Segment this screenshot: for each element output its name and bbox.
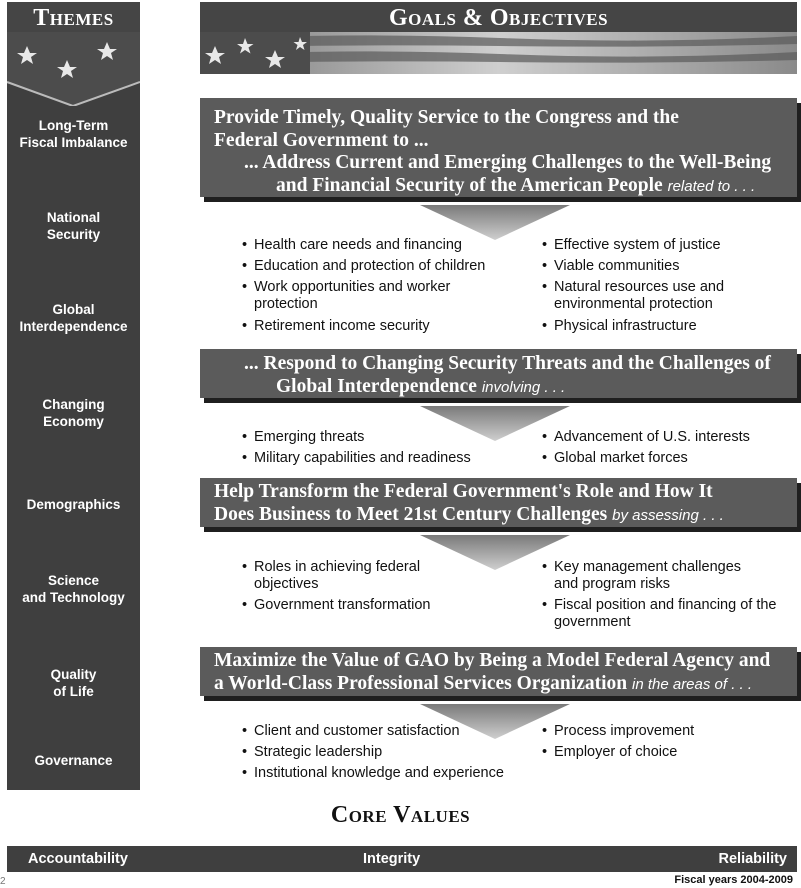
goal4-bullet: •Institutional knowledge and experience (242, 765, 504, 781)
goal2-title-line2: Global Interdependence (276, 376, 477, 397)
goal1-bullet: •Health care needs and financing (242, 237, 462, 253)
goal4-bullet: •Process improvement (542, 723, 695, 739)
goal1-sub-tail: related to . . . (667, 178, 756, 195)
goal3-title-line2: Does Business to Meet 21st Century Chall… (214, 504, 608, 525)
theme-quality-of-life: Quality of Life (50, 667, 97, 699)
goal1-arrow (420, 205, 570, 240)
theme-governance: Governance (34, 753, 113, 768)
themes-column: Long-Term Fiscal Imbalance National Secu… (7, 80, 140, 790)
goal3-bullet: •Fiscal position and financing of the go… (542, 597, 777, 630)
goal3-box: Help Transform the Federal Government's … (200, 478, 797, 527)
core-value-integrity: Integrity (363, 851, 421, 867)
goal1-bullet: •Work opportunities and worker protectio… (242, 279, 451, 312)
goal2-bullet: •Emerging threats (242, 429, 365, 445)
theme-national-security: National Security (46, 210, 101, 242)
goal1-bullet: •Natural resources use and environmental… (542, 279, 725, 312)
goal3-bullet: •Roles in achieving federal objectives (242, 559, 421, 592)
goal1-bullet: •Viable communities (542, 258, 680, 274)
themes-header: Themes (7, 2, 140, 32)
goal1-sub-line1: ... Address Current and Emerging Challen… (244, 152, 772, 173)
flag-banner-left (7, 32, 140, 106)
goal1-bullet: •Physical infrastructure (542, 318, 697, 334)
page-number: 2 (0, 876, 6, 887)
theme-science-and-technology: Science and Technology (22, 573, 125, 605)
goals-objectives-header: Goals & Objectives (200, 2, 797, 32)
goal3-title-line1: Help Transform the Federal Government's … (214, 481, 713, 502)
goal1-bullet: •Education and protection of children (242, 258, 486, 274)
goal2-title-line1: ... Respond to Changing Security Threats… (244, 353, 771, 374)
goal4-box: Maximize the Value of GAO by Being a Mod… (200, 647, 797, 696)
goal4-bullet: •Employer of choice (542, 744, 678, 760)
goal3-title-tail: by assessing . . . (612, 507, 724, 524)
goal2-box: ... Respond to Changing Security Threats… (200, 349, 797, 398)
goal3-arrow (420, 535, 570, 570)
goal1-title-line2: Federal Government to ... (214, 130, 429, 151)
theme-changing-economy: Changing Economy (42, 397, 105, 429)
goal1-bullet: •Retirement income security (242, 318, 430, 334)
core-values-bar: Accountability Integrity Reliability (7, 846, 797, 872)
goal3-bullet: •Government transformation (242, 597, 431, 613)
flag-banner-right (200, 32, 797, 74)
goal3-bullet: •Key management challenges and program r… (542, 559, 742, 592)
goal2-bullet: •Military capabilities and readiness (242, 450, 471, 466)
goal4-bullet: •Client and customer satisfaction (242, 723, 460, 739)
goal2-bullet: •Global market forces (542, 450, 688, 466)
theme-long-term-fiscal-imbalance: Long-Term Fiscal Imbalance (19, 118, 128, 150)
goal1-box: Provide Timely, Quality Service to the C… (200, 98, 797, 197)
theme-demographics: Demographics (26, 497, 121, 512)
goal1-sub-line2: and Financial Security of the American P… (276, 175, 663, 196)
core-value-reliability: Reliability (718, 851, 788, 867)
goal2-bullet: •Advancement of U.S. interests (542, 429, 750, 445)
goal1-bullet: •Effective system of justice (542, 237, 721, 253)
goal2-arrow (420, 406, 570, 441)
core-value-accountability: Accountability (28, 851, 128, 867)
goal4-title-line1: Maximize the Value of GAO by Being a Mod… (214, 650, 771, 671)
core-values-title: Core Values (330, 802, 471, 828)
goal4-title-tail: in the areas of . . . (631, 676, 753, 693)
theme-global-interdependence: Global Interdependence (19, 302, 128, 334)
goal4-arrow (420, 704, 570, 739)
goal4-title-line2: a World-Class Professional Services Orga… (214, 673, 628, 694)
goal2-title-tail: involving . . . (481, 379, 566, 396)
fiscal-years-label: Fiscal years 2004-2009 (674, 874, 793, 886)
goal1-subgoal: ... Address Current and Emerging Challen… (230, 151, 797, 196)
goal4-bullet: •Strategic leadership (242, 744, 383, 760)
goal1-title-line1: Provide Timely, Quality Service to the C… (214, 107, 679, 128)
